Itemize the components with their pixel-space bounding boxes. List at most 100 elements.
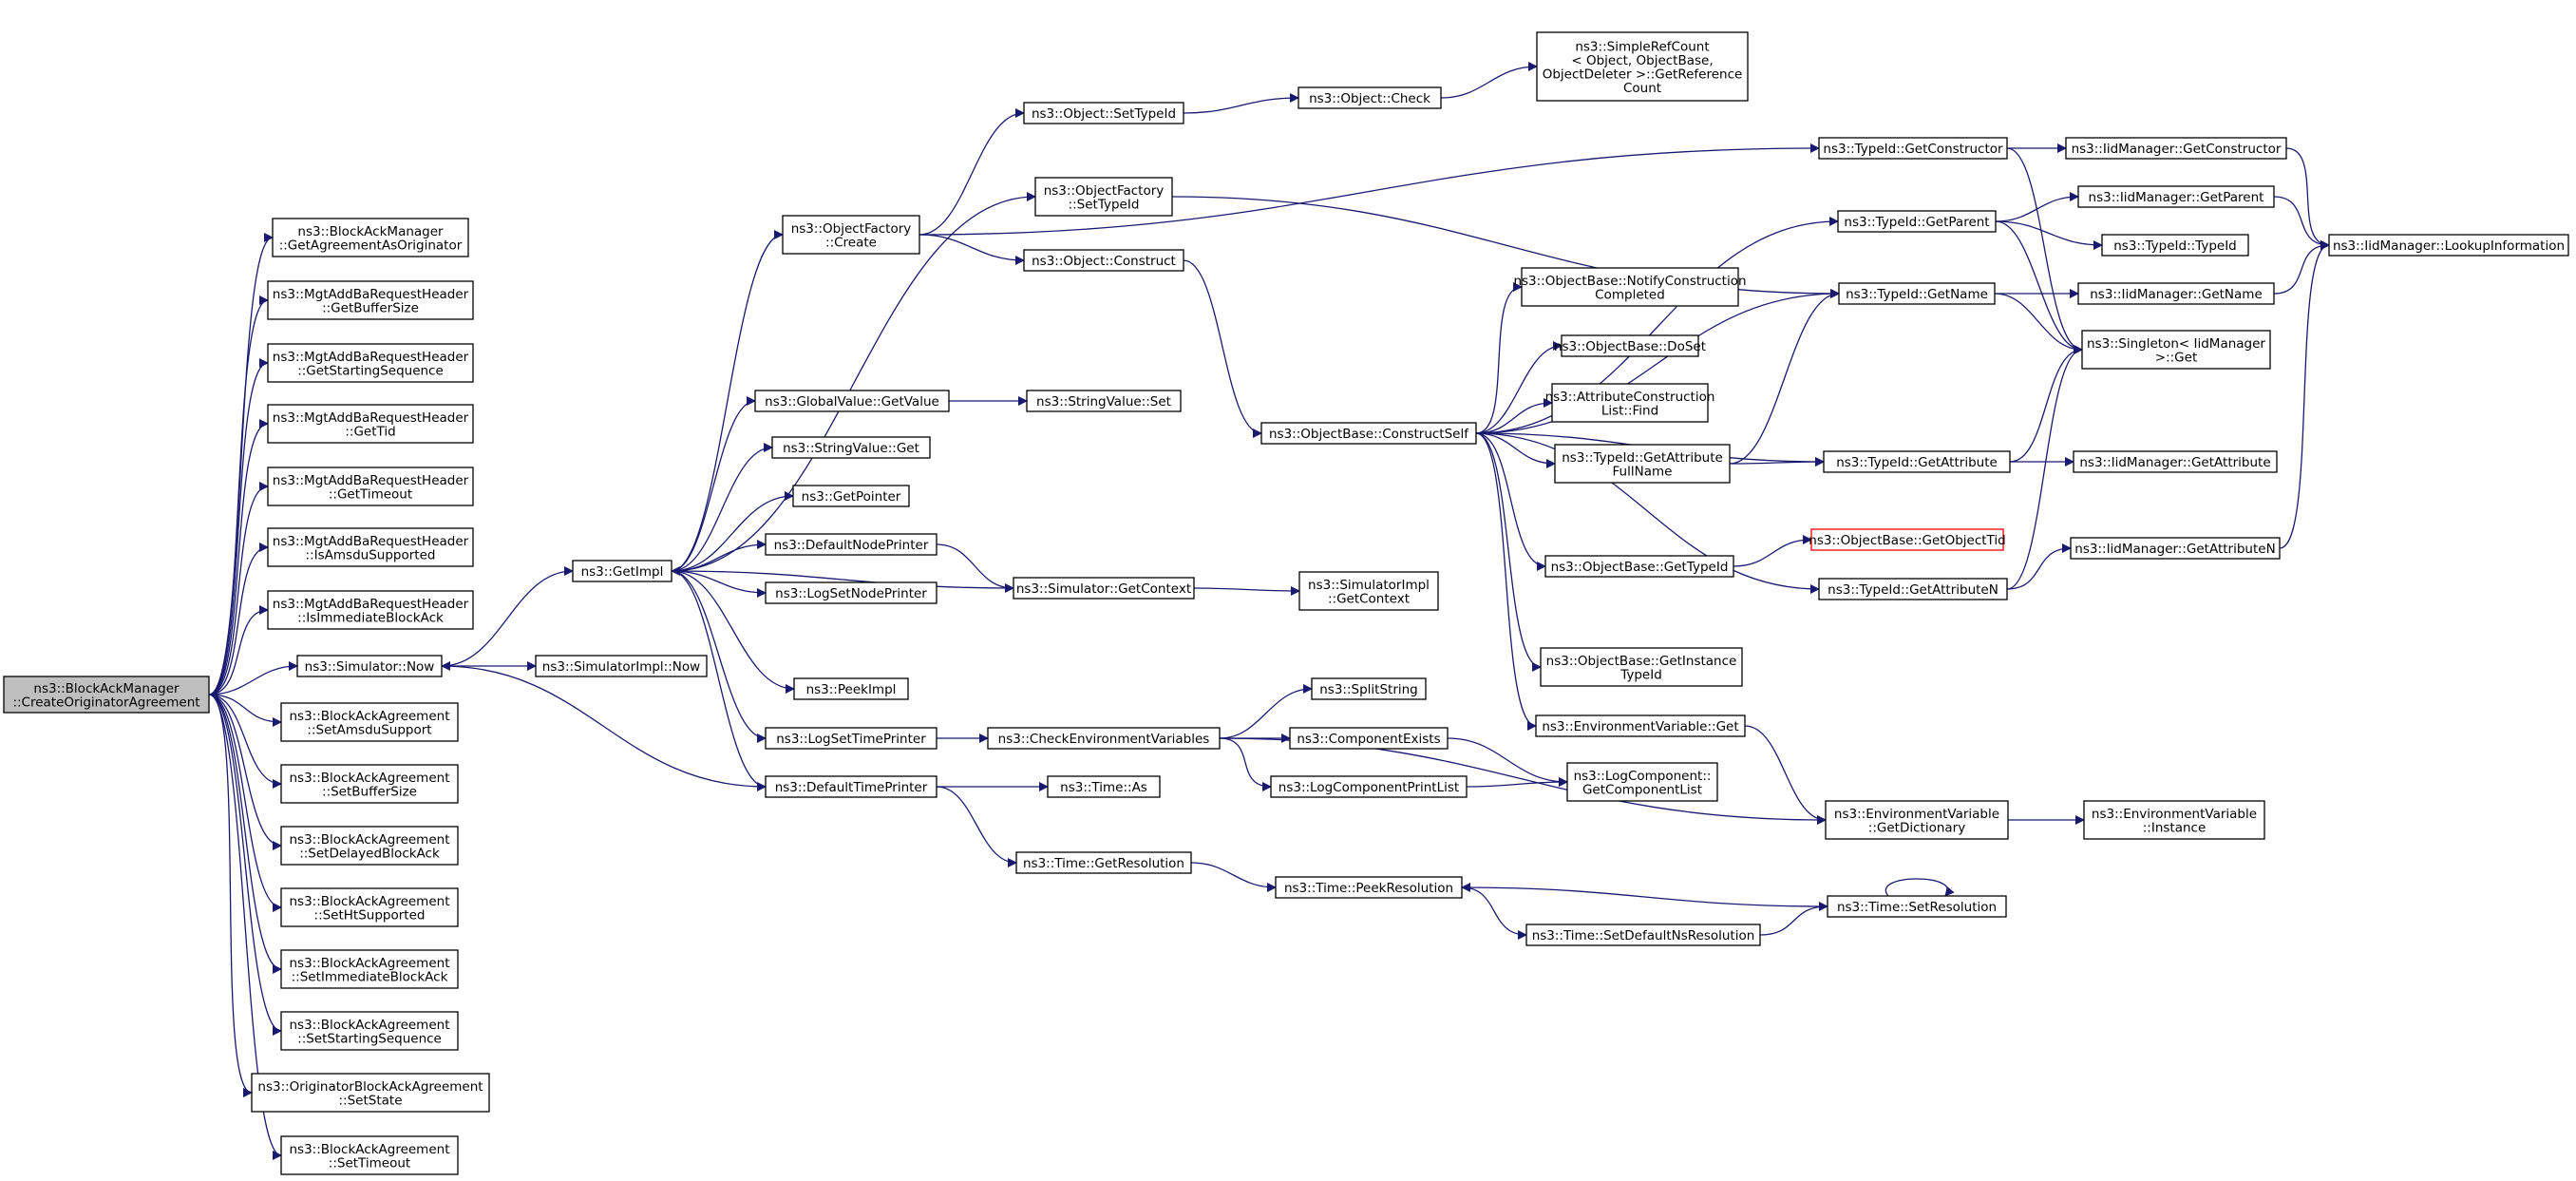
node-ns3-blockackagreement-setamsdusupport[interactable]: ns3::BlockAckAgreement::SetAmsduSupport	[280, 702, 459, 742]
node-ns3-blockackagreement-setbuffersize[interactable]: ns3::BlockAckAgreement::SetBufferSize	[280, 764, 459, 804]
edge-path	[671, 540, 767, 572]
node-ns3-environmentvariable-instance[interactable]: ns3::EnvironmentVariable::Instance	[2083, 800, 2265, 840]
node-ns3-iidmanager-lookupinformation[interactable]: ns3::IidManager::LookupInformation	[2328, 234, 2569, 257]
node-ns3-componentexists[interactable]: ns3::ComponentExists	[1289, 727, 1449, 750]
node-ns3-logcomponent-getcomponentlist[interactable]: ns3::LogComponent::GetComponentList	[1566, 762, 1718, 802]
node-label-line: ::GetBufferSize	[322, 300, 419, 315]
node-ns3-object-settypeid[interactable]: ns3::Object::SetTypeId	[1023, 102, 1184, 124]
node-ns3-objectbase-doset[interactable]: ns3::ObjectBase::DoSet	[1554, 334, 1706, 357]
node-label-line: ns3::Simulator::GetContext	[1016, 581, 1191, 597]
edge-obconstructself-to-tidgetattrfull	[1475, 432, 1556, 468]
node-ns3-getpointer[interactable]: ns3::GetPointer	[792, 485, 910, 507]
edge-obconstructself-to-tidgetname	[1475, 289, 1840, 434]
edge-path	[1475, 432, 1546, 571]
node-box	[782, 215, 920, 255]
node-ns3-stringvalue-get[interactable]: ns3::StringValue::Get	[771, 436, 931, 459]
node-box	[2077, 282, 2275, 305]
node-ns3-time-peekresolution[interactable]: ns3::Time::PeekResolution	[1275, 876, 1463, 899]
node-ns3-objectfactory-settypeid[interactable]: ns3::ObjectFactory::SetTypeId	[1034, 177, 1173, 217]
node-ns3-stringvalue-set[interactable]: ns3::StringValue::Set	[1026, 390, 1182, 412]
edge-path	[2273, 240, 2330, 295]
node-ns3-environmentvariable-getdictionary[interactable]: ns3::EnvironmentVariable::GetDictionary	[1825, 800, 2009, 840]
node-box	[1047, 775, 1161, 798]
node-ns3-simulator-getcontext[interactable]: ns3::Simulator::GetContext	[1013, 577, 1195, 600]
node-ns3-object-construct[interactable]: ns3::Object::Construct	[1023, 249, 1184, 272]
node-ns3-originatorblockackagreement-setstate[interactable]: ns3::OriginatorBlockAckAgreement::SetSta…	[251, 1073, 490, 1113]
node-ns3-simulator-now[interactable]: ns3::Simulator::Now	[296, 655, 443, 677]
node-ns3-mgtaddbarequestheader-isamsdusupported[interactable]: ns3::MgtAddBaRequestHeader::IsAmsduSuppo…	[267, 527, 474, 567]
node-ns3-logcomponentprintlist[interactable]: ns3::LogComponentPrintList	[1270, 775, 1468, 798]
node-ns3-time-as[interactable]: ns3::Time::As	[1047, 775, 1161, 798]
node-ns3-defaulttimeprinter[interactable]: ns3::DefaultTimePrinter	[765, 775, 938, 798]
edge-path	[1995, 192, 2079, 222]
node-ns3-mgtaddbarequestheader-getbuffersize[interactable]: ns3::MgtAddBaRequestHeader::GetBufferSiz…	[267, 280, 474, 320]
node-label-line: ns3::LogSetNodePrinter	[775, 586, 927, 601]
node-label-line: ns3::TypeId::TypeId	[2113, 238, 2237, 254]
edge-path	[1183, 259, 1262, 438]
node-ns3-blockackagreement-setdelayedblockack[interactable]: ns3::BlockAckAgreement::SetDelayedBlockA…	[280, 826, 459, 866]
node-ns3-logsetnodeprinter[interactable]: ns3::LogSetNodePrinter	[765, 581, 938, 604]
node-ns3-splitstring[interactable]: ns3::SplitString	[1311, 677, 1427, 700]
node-ns3-blockackagreement-setstartingsequence[interactable]: ns3::BlockAckAgreement::SetStartingSeque…	[280, 1011, 459, 1051]
node-ns3-time-getresolution[interactable]: ns3::Time::GetResolution	[1015, 851, 1192, 874]
node-label-line: List::Find	[1601, 403, 1658, 418]
node-ns3-mgtaddbarequestheader-getstartingsequence[interactable]: ns3::MgtAddBaRequestHeader::GetStartingS…	[267, 343, 474, 383]
node-ns3-blockackagreement-sethtsupported[interactable]: ns3::BlockAckAgreement::SetHtSupported	[280, 887, 459, 927]
node-ns3-iidmanager-getattributen[interactable]: ns3::IidManager::GetAttributeN	[2070, 537, 2281, 560]
edge-path	[1447, 737, 1568, 787]
edge-defnodeprinter-to-simgetctx	[936, 543, 1014, 593]
node-ns3-checkenvironmentvariables[interactable]: ns3::CheckEnvironmentVariables	[987, 727, 1221, 750]
node-ns3-iidmanager-getconstructor[interactable]: ns3::IidManager::GetConstructor	[2065, 137, 2287, 160]
node-ns3-time-setresolution[interactable]: ns3::Time::SetResolution	[1827, 895, 2007, 918]
node-box	[572, 560, 672, 582]
node-ns3-mgtaddbarequestheader-gettimeout[interactable]: ns3::MgtAddBaRequestHeader::GetTimeout	[267, 467, 474, 506]
node-ns3-environmentvariable-get[interactable]: ns3::EnvironmentVariable::Get	[1535, 714, 1746, 737]
node-ns3-objectbase-getobjecttid[interactable]: ns3::ObjectBase::GetObjectTid	[1809, 528, 2006, 551]
node-ns3-blockackagreement-setimmediateblockack[interactable]: ns3::BlockAckAgreement::SetImmediateBloc…	[280, 949, 459, 989]
edge-path	[1475, 432, 1820, 594]
node-ns3-time-setdefaultnsresolution[interactable]: ns3::Time::SetDefaultNsResolution	[1525, 924, 1761, 946]
node-ns3-typeid-getname[interactable]: ns3::TypeId::GetName	[1838, 282, 1996, 305]
node-ns3-objectbase-gettypeid[interactable]: ns3::ObjectBase::GetTypeId	[1544, 555, 1734, 578]
node-ns3-typeid-getattribute[interactable]: ns3::TypeId::GetAttribute	[1823, 450, 2011, 473]
node-ns3-simulatorimpl-getcontext[interactable]: ns3::SimulatorImpl::GetContext	[1298, 571, 1439, 611]
edge-path	[1729, 457, 1825, 467]
node-ns3-simplerefcount-object-objectbase-objectdeleter-getreference-count[interactable]: ns3::SimpleRefCount< Object, ObjectBase,…	[1536, 31, 1749, 102]
edge-getimpl-to-logsettime	[671, 570, 767, 743]
node-ns3-typeid-typeid[interactable]: ns3::TypeId::TypeId	[2101, 234, 2249, 257]
node-ns3-objectfactory-create[interactable]: ns3::ObjectFactory::Create	[782, 215, 920, 255]
node-ns3-singleton-iidmanager-get[interactable]: ns3::Singleton< IidManager>::Get	[2081, 330, 2271, 370]
node-ns3-iidmanager-getattribute[interactable]: ns3::IidManager::GetAttribute	[2073, 450, 2278, 473]
edge-obconstructself-to-acfind	[1475, 398, 1553, 434]
node-ns3-globalvalue-getvalue[interactable]: ns3::GlobalValue::GetValue	[754, 390, 950, 412]
node-label-line: ::SetStartingSequence	[297, 1031, 442, 1046]
edge-path	[936, 786, 1017, 867]
node-ns3-mgtaddbarequestheader-isimmediateblockack[interactable]: ns3::MgtAddBaRequestHeader::IsImmediateB…	[267, 590, 474, 630]
node-ns3-blockackagreement-settimeout[interactable]: ns3::BlockAckAgreement::SetTimeout	[280, 1135, 459, 1175]
node-ns3-objectbase-notifyconstruction-completed[interactable]: ns3::ObjectBase::NotifyConstructionCompl…	[1513, 267, 1747, 307]
node-ns3-typeid-getconstructor[interactable]: ns3::TypeId::GetConstructor	[1818, 137, 2008, 160]
node-ns3-typeid-getattributen[interactable]: ns3::TypeId::GetAttributeN	[1818, 578, 2008, 600]
node-ns3-peekimpl[interactable]: ns3::PeekImpl	[793, 677, 909, 700]
node-ns3-typeid-getparent[interactable]: ns3::TypeId::GetParent	[1837, 210, 1997, 233]
node-ns3-defaultnodeprinter[interactable]: ns3::DefaultNodePrinter	[765, 533, 938, 556]
node-label-line: ns3::SimpleRefCount	[1575, 39, 1709, 54]
node-ns3-logsettimeprinter[interactable]: ns3::LogSetTimePrinter	[765, 727, 938, 750]
node-ns3-mgtaddbarequestheader-gettid[interactable]: ns3::MgtAddBaRequestHeader::GetTid	[267, 404, 474, 444]
node-ns3-object-check[interactable]: ns3::Object::Check	[1297, 86, 1442, 109]
node-ns3-simulatorimpl-now[interactable]: ns3::SimulatorImpl::Now	[535, 655, 708, 677]
edge-objconstruct-to-obconstructself	[1183, 259, 1262, 438]
node-ns3-blockackmanager-getagreementasoriginator[interactable]: ns3::BlockAckManager::GetAgreementAsOrig…	[272, 218, 469, 257]
node-label-line: ns3::IidManager::GetParent	[2089, 190, 2264, 205]
node-label-line: ns3::Time::SetResolution	[1837, 900, 1997, 915]
node-label-line: ns3::ObjectFactory	[1044, 183, 1165, 199]
node-ns3-objectbase-constructself[interactable]: ns3::ObjectBase::ConstructSelf	[1260, 422, 1477, 445]
edge-path	[1759, 902, 1828, 936]
node-label-line: ::SetDelayedBlockAck	[299, 846, 440, 861]
node-ns3-getimpl[interactable]: ns3::GetImpl	[572, 560, 672, 582]
node-ns3-iidmanager-getname[interactable]: ns3::IidManager::GetName	[2077, 282, 2275, 305]
node-ns3-iidmanager-getparent[interactable]: ns3::IidManager::GetParent	[2077, 185, 2275, 208]
